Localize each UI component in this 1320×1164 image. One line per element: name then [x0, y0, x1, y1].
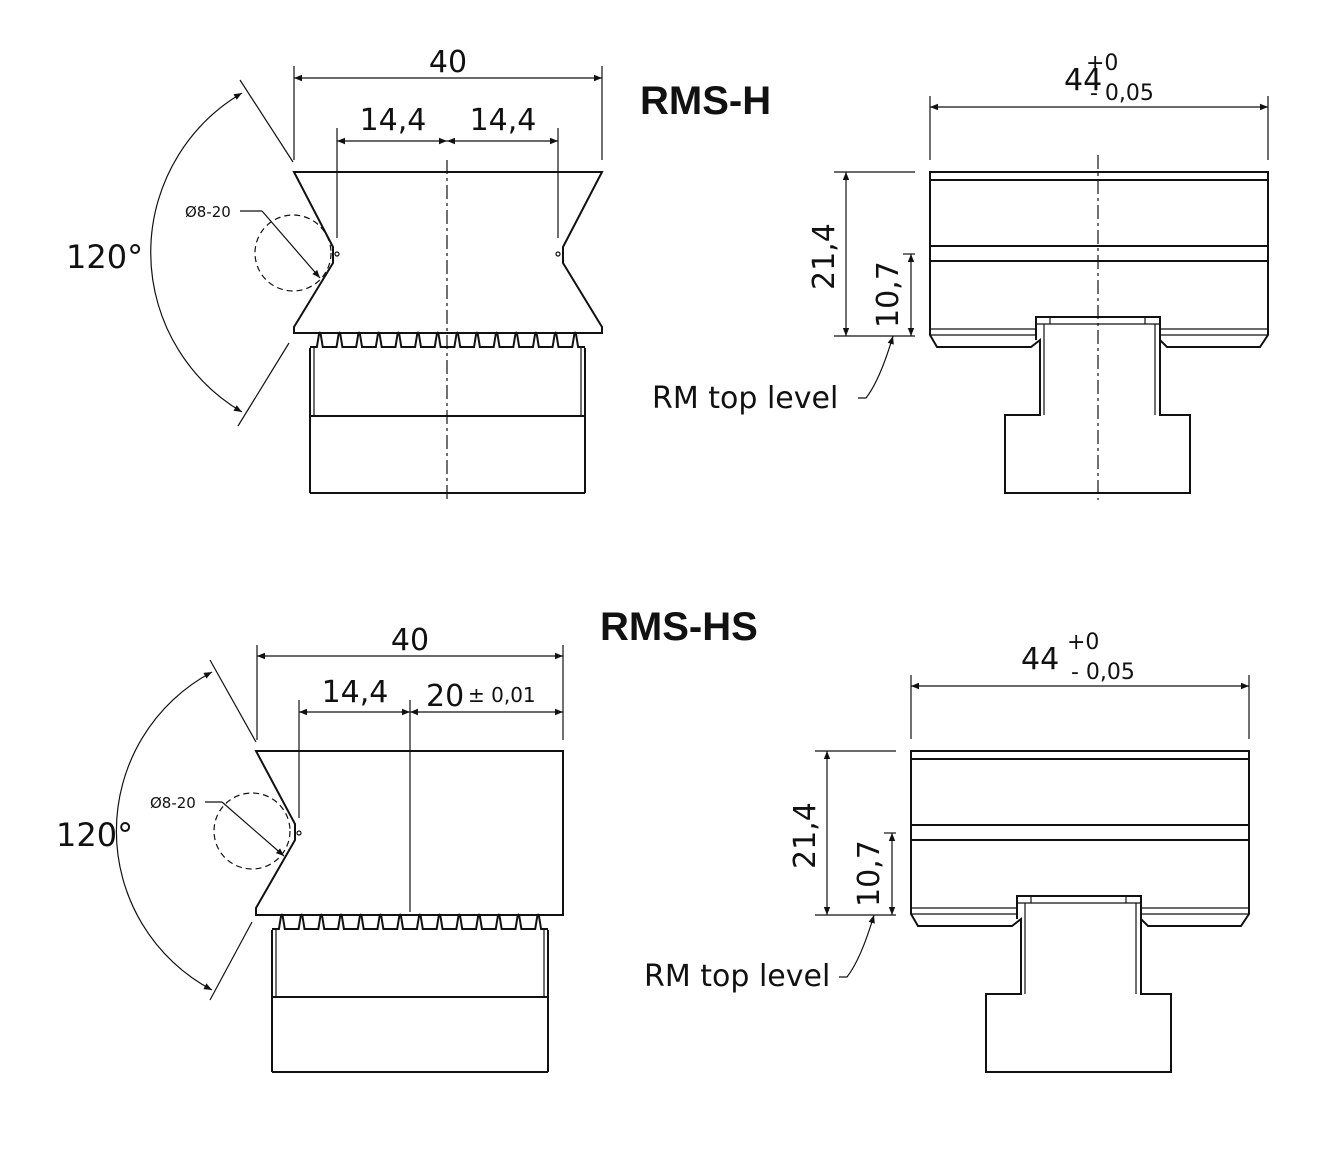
height-label: 21,4 [788, 802, 823, 869]
angle-label: 120° [66, 238, 143, 276]
left-offset-label: 14,4 [360, 103, 427, 138]
height-label: 21,4 [807, 223, 842, 290]
rms-h-side-view: 44 +0 - 0,05 21,4 10,7 RM top level [652, 51, 1269, 500]
rms-hs-side-view: 44 +0 - 0,05 21,4 10,7 RM top level [644, 630, 1250, 1073]
rms-hs-title: RMS-HS [600, 605, 758, 649]
tolerance-upper: +0 [1086, 51, 1118, 76]
width-label: 40 [429, 45, 467, 80]
width-label: 40 [391, 623, 429, 658]
half-height-label: 10,7 [871, 261, 906, 328]
width-label: 44 [1064, 63, 1102, 98]
right-offset-label: 20 [426, 679, 464, 714]
tolerance-lower: - 0,05 [1071, 660, 1135, 685]
tolerance-lower: - 0,05 [1090, 81, 1154, 106]
angle-label: 120° [56, 816, 133, 854]
diameter-label: Ø8-20 [185, 203, 231, 221]
right-offset-tolerance: ± 0,01 [468, 683, 536, 707]
rm-top-level-note: RM top level [652, 381, 838, 416]
left-offset-label: 14,4 [322, 675, 389, 710]
diameter-label: Ø8-20 [150, 794, 196, 812]
right-offset-label: 14,4 [470, 103, 537, 138]
half-height-label: 10,7 [852, 840, 887, 907]
rms-hs-front-view: 40 14,4 20 ± 0,01 120° Ø8-20 [56, 623, 564, 1073]
serration-teeth [272, 913, 548, 930]
width-label: 44 [1021, 642, 1059, 677]
rms-h-front-view: 40 14,4 14,4 120° Ø8-20 [66, 45, 604, 500]
rms-h-title: RMS-H [640, 79, 771, 123]
rm-top-level-note: RM top level [644, 959, 830, 994]
tolerance-upper: +0 [1067, 630, 1099, 655]
